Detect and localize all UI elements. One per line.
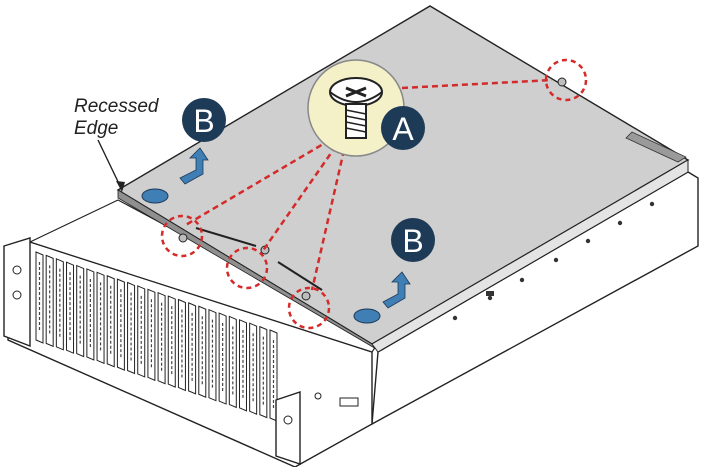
recessed-edge-label-line1: Recessed (74, 96, 160, 117)
lift-arrow-icon (382, 271, 411, 309)
cover-screws (178, 77, 567, 301)
screw-icon (329, 77, 383, 139)
left-handle-screw (12, 290, 22, 300)
callout-b-badge (391, 218, 435, 262)
recessed-edge-arrowhead (116, 181, 125, 192)
recessed-edge-label-line2: Edge (74, 118, 118, 139)
screw-location-circles (160, 58, 588, 330)
cover-label-plate (625, 131, 687, 163)
front-panel-button (314, 392, 322, 400)
drive-bay-array (35, 251, 278, 422)
cover-slots (195, 227, 323, 291)
latch-icon (353, 308, 381, 324)
latch-icon (141, 188, 169, 204)
leader-lines (183, 78, 553, 291)
callout-a-letter: A (392, 111, 414, 147)
right-handle-screw (283, 415, 293, 425)
left-rack-handle (3, 237, 31, 348)
callout-b-badge (182, 98, 226, 142)
callout-b-letter: B (193, 103, 214, 139)
lift-arrow-icon (179, 147, 209, 185)
right-rack-handle (275, 391, 301, 465)
callout-b-letter: B (402, 223, 423, 259)
left-handle-screw (12, 265, 22, 275)
cover-side-lip (371, 159, 689, 353)
front-panel-slot (339, 397, 359, 407)
callout-a-badge (381, 106, 425, 150)
side-wall-holes (452, 201, 655, 321)
